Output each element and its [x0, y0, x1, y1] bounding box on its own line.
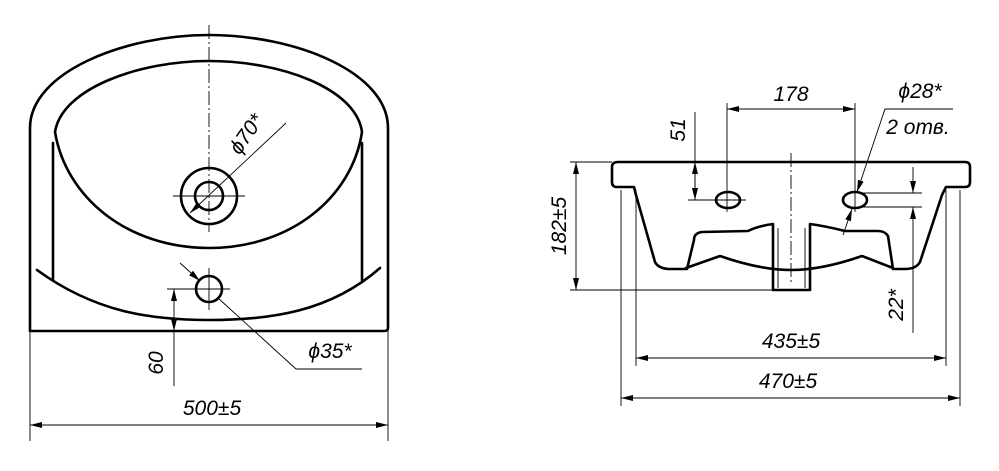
basin-outline — [28, 33, 390, 333]
overflow-diameter-leader — [217, 297, 362, 370]
bowl-bottom-curve — [684, 254, 895, 272]
top-view: ϕ70* ϕ35* 60 500±5 — [28, 25, 390, 441]
overflow-leader-in — [179, 262, 201, 282]
tap-diameter-label: ϕ28* — [898, 80, 942, 103]
tap-diameter-leader-lower — [842, 208, 853, 236]
front-edge-curve — [35, 266, 382, 322]
overflow-diameter-label: ϕ35* — [308, 340, 352, 363]
tap-count-label: 2 отв. — [885, 116, 949, 139]
tap-spacing-label: 178 — [773, 83, 808, 106]
width-label: 500±5 — [183, 397, 242, 420]
tap-depth-label: 51 — [667, 118, 690, 141]
front-view: 178 51 ϕ28* 2 отв. 182±5 22* 435±5 470±5 — [548, 80, 972, 406]
drain-diameter-label: ϕ70* — [225, 109, 269, 158]
basin-profile — [610, 160, 972, 292]
inner-width-label: 435±5 — [762, 330, 821, 353]
hole-size-label: 22* — [885, 288, 908, 321]
outer-width-label: 470±5 — [759, 370, 818, 393]
tap-diameter-leader — [856, 108, 953, 193]
bowl-outline — [53, 59, 364, 250]
overflow-offset-label: 60 — [145, 351, 168, 375]
drain-diameter-leader — [189, 122, 287, 214]
height-label: 182±5 — [548, 197, 571, 256]
